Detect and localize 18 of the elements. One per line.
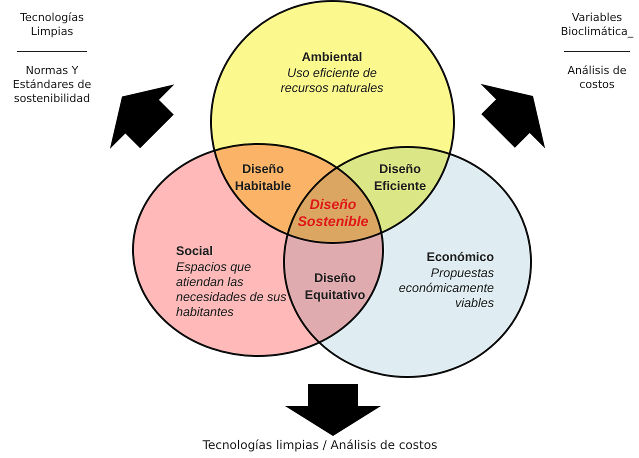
overlap-label: Diseño Eficiente (372, 161, 428, 195)
block-arrow (110, 84, 174, 149)
side-note: Tecnologías Limpias (19, 11, 85, 39)
side-note: Variables Bioclimática_ (560, 11, 634, 39)
circle-description: Espacios que atiendan las necesidades de sus habitantes (176, 260, 288, 320)
side-note: Normas Y Estándares de sostenibilidad (12, 64, 92, 106)
overlap-label: Diseño Equitativo (304, 270, 366, 304)
block-arrow (285, 384, 381, 436)
side-note: Análisis de costos (566, 64, 628, 92)
circle-heading: Económico (426, 250, 494, 265)
block-arrow (480, 84, 546, 148)
circle-description: Propuestas económicamente viables (398, 266, 494, 311)
circle-heading: Ambiental (300, 50, 364, 65)
circle-description: Uso eficiente de recursos naturales (280, 66, 384, 96)
overlap-label: Diseño Habitable (234, 161, 292, 195)
side-note: Tecnologías limpias / Análisis de costos (202, 438, 438, 452)
circle-heading: Social (176, 244, 214, 259)
center-label: Diseño Sostenible (296, 196, 370, 230)
